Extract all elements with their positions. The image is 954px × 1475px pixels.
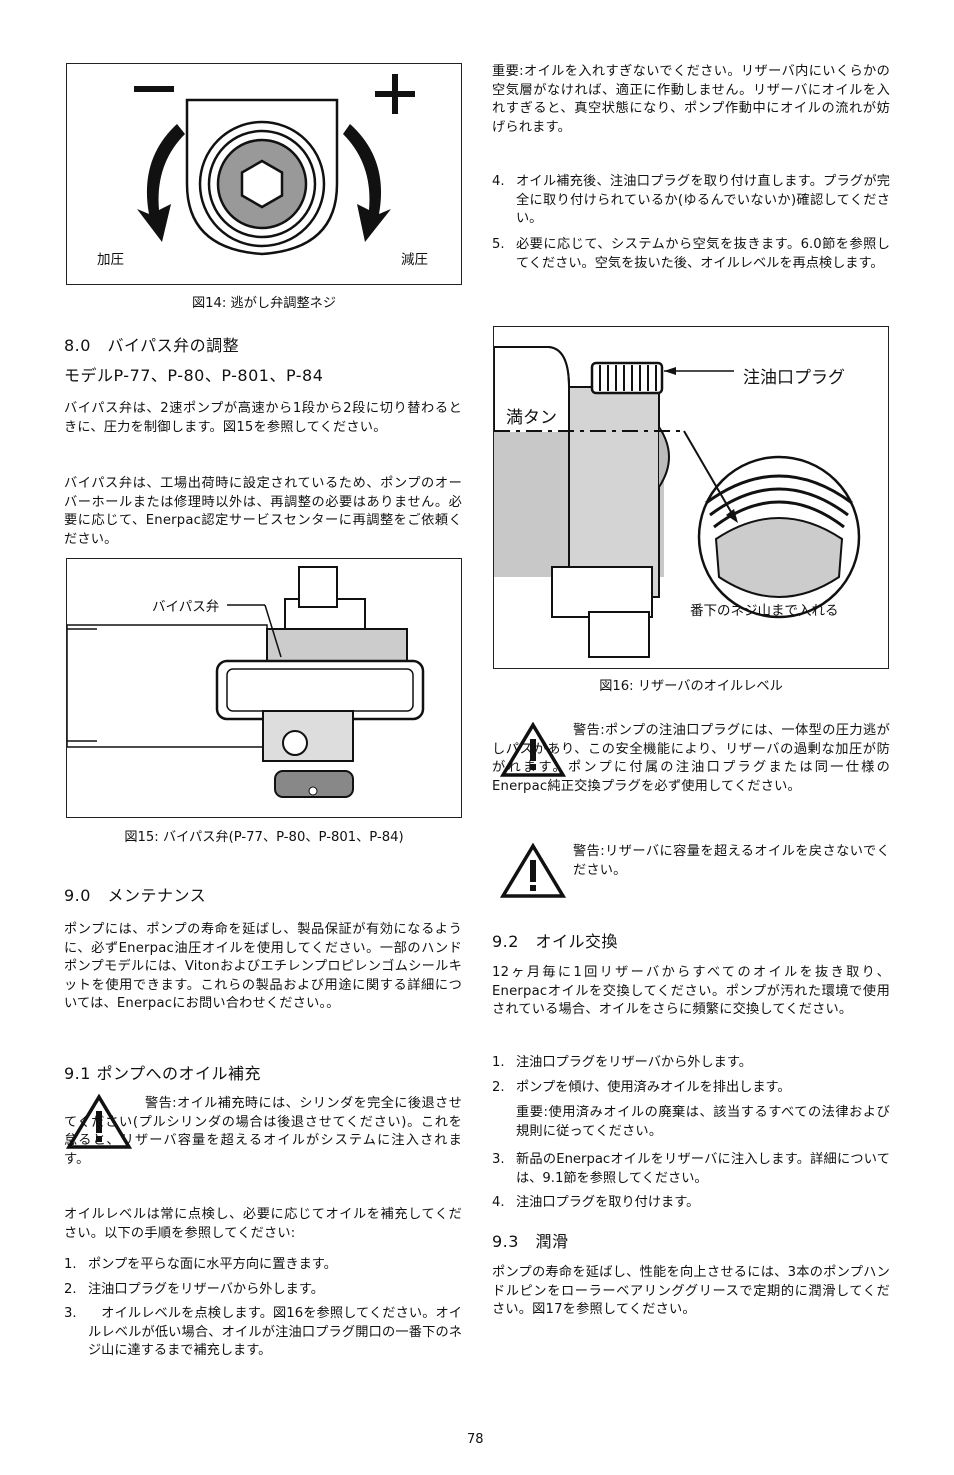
figure-15: バイパス弁 [66,558,462,818]
bypass-valve-label: バイパス弁 [152,599,220,615]
fill-plug-label: 注油口プラグ [743,368,845,388]
list-text: ポンプを平らな面に水平方向に置きます。 [88,1257,337,1272]
list-text: 注油口プラグを取り付けます。 [516,1195,700,1210]
bottom-thread-label: 番下のネジ山まで入れる [690,603,839,619]
section-8-paragraph-1: バイパス弁は、2速ポンプが高速から1段から2段に切り替わるときに、圧力を制御しま… [64,401,462,435]
section-9-1-paragraph: オイルレベルは常に点検し、必要に応じてオイルを補充してください。以下の手順を参照… [64,1207,462,1241]
list-text: 必要に応じて、システムから空気を抜きます。6.0節を参照してください。空気を抜い… [516,237,890,271]
list-number: 4. [492,174,505,189]
list-text: ポンプを傾け、使用済みオイルを排出します。 [516,1080,791,1095]
list-number: 1. [492,1055,505,1070]
list-text: オイルレベルを点検します。図16を参照してください。オイルレベルが低い場合、オイ… [88,1306,462,1358]
warning-text-3: 警告:リザーバに容量を超えるオイルを戻さないでください。 [573,844,890,878]
warning-icon [500,722,566,777]
warning-icon [500,843,566,898]
page-number: 78 [467,1432,484,1447]
important-note-oil-disposal: 重要:使用済みオイルの廃棄は、該当するすべての法律および規則に従ってください。 [516,1105,890,1139]
important-note-oil-overfill: 重要:オイルを入れすぎないでください。リザーバ内にいくらかの空気層がなければ、適… [492,64,890,135]
list-number: 1. [64,1257,77,1272]
section-9-paragraph: ポンプには、ポンプの寿命を延ばし、製品保証が有効になるように、必ずEnerpac… [64,922,462,1011]
section-9-3-paragraph: ポンプの寿命を延ばし、性能を向上させるには、3本のポンプハンドルピンをローラーベ… [492,1265,890,1317]
warning-icon [66,1094,132,1149]
bypass-valve-illustration [67,566,425,798]
section-9-2-paragraph: 12ヶ月毎に1回リザーバからすべてのオイルを抜き取り、Enerpacオイルを交換… [492,965,890,1017]
warning-text-1: 警告:オイル補充時には、シリンダを完全に後退させてください(プルシリンダの場合は… [64,1096,462,1167]
section-8-title: 8.0 バイパス弁の調整 [64,336,240,355]
section-9-2-title: 9.2 オイル交換 [492,932,618,951]
section-8-subtitle: モデルP-77、P-80、P-801、P-84 [64,366,324,385]
figure-14-caption: 図14: 逃がし弁調整ネジ [191,296,337,311]
section-9-1-title: 9.1 ポンプへのオイル補充 [64,1064,262,1083]
list-number: 2. [492,1080,505,1095]
figure-14: － ＋ 加圧 減圧 [66,63,462,285]
pressurize-label: 加圧 [97,252,124,268]
warning-text-2: 警告:ポンプの注油口プラグには、一体型の圧力逃がしパスがあり、この安全機能により… [492,723,890,794]
list-text: 新品のEnerpacオイルをリザーバに注入します。詳細については、9.1節を参照… [516,1152,890,1186]
list-text: オイル補充後、注油口プラグを取り付け直します。プラグが完全に取り付けられているか… [516,174,890,226]
reservoir-oil-level-illustration [494,346,861,658]
list-number: 3. [64,1306,77,1321]
list-number: 3. [492,1152,505,1167]
section-9-title: 9.0 メンテナンス [64,886,207,905]
figure-15-caption: 図15: バイパス弁(P-77、P-80、P-801、P-84) [124,830,404,845]
section-9-3-title: 9.3 潤滑 [492,1232,569,1251]
relief-valve-illustration [134,74,415,256]
list-number: 2. [64,1282,77,1297]
figure-16: 注油口プラグ 満タン 番下のネジ山まで入れる [493,326,889,669]
list-number: 4. [492,1195,505,1210]
depressurize-label: 減圧 [401,252,428,268]
section-8-paragraph-2: バイパス弁は、工場出荷時に設定されているため、ポンプのオーバーホールまたは修理時… [64,476,462,547]
list-text: 注油口プラグをリザーバから外します。 [516,1055,752,1070]
figure-16-caption: 図16: リザーバのオイルレベル [599,679,783,694]
full-level-label: 満タン [506,408,557,428]
list-number: 5. [492,237,505,252]
list-text: 注油口プラグをリザーバから外します。 [88,1282,324,1297]
